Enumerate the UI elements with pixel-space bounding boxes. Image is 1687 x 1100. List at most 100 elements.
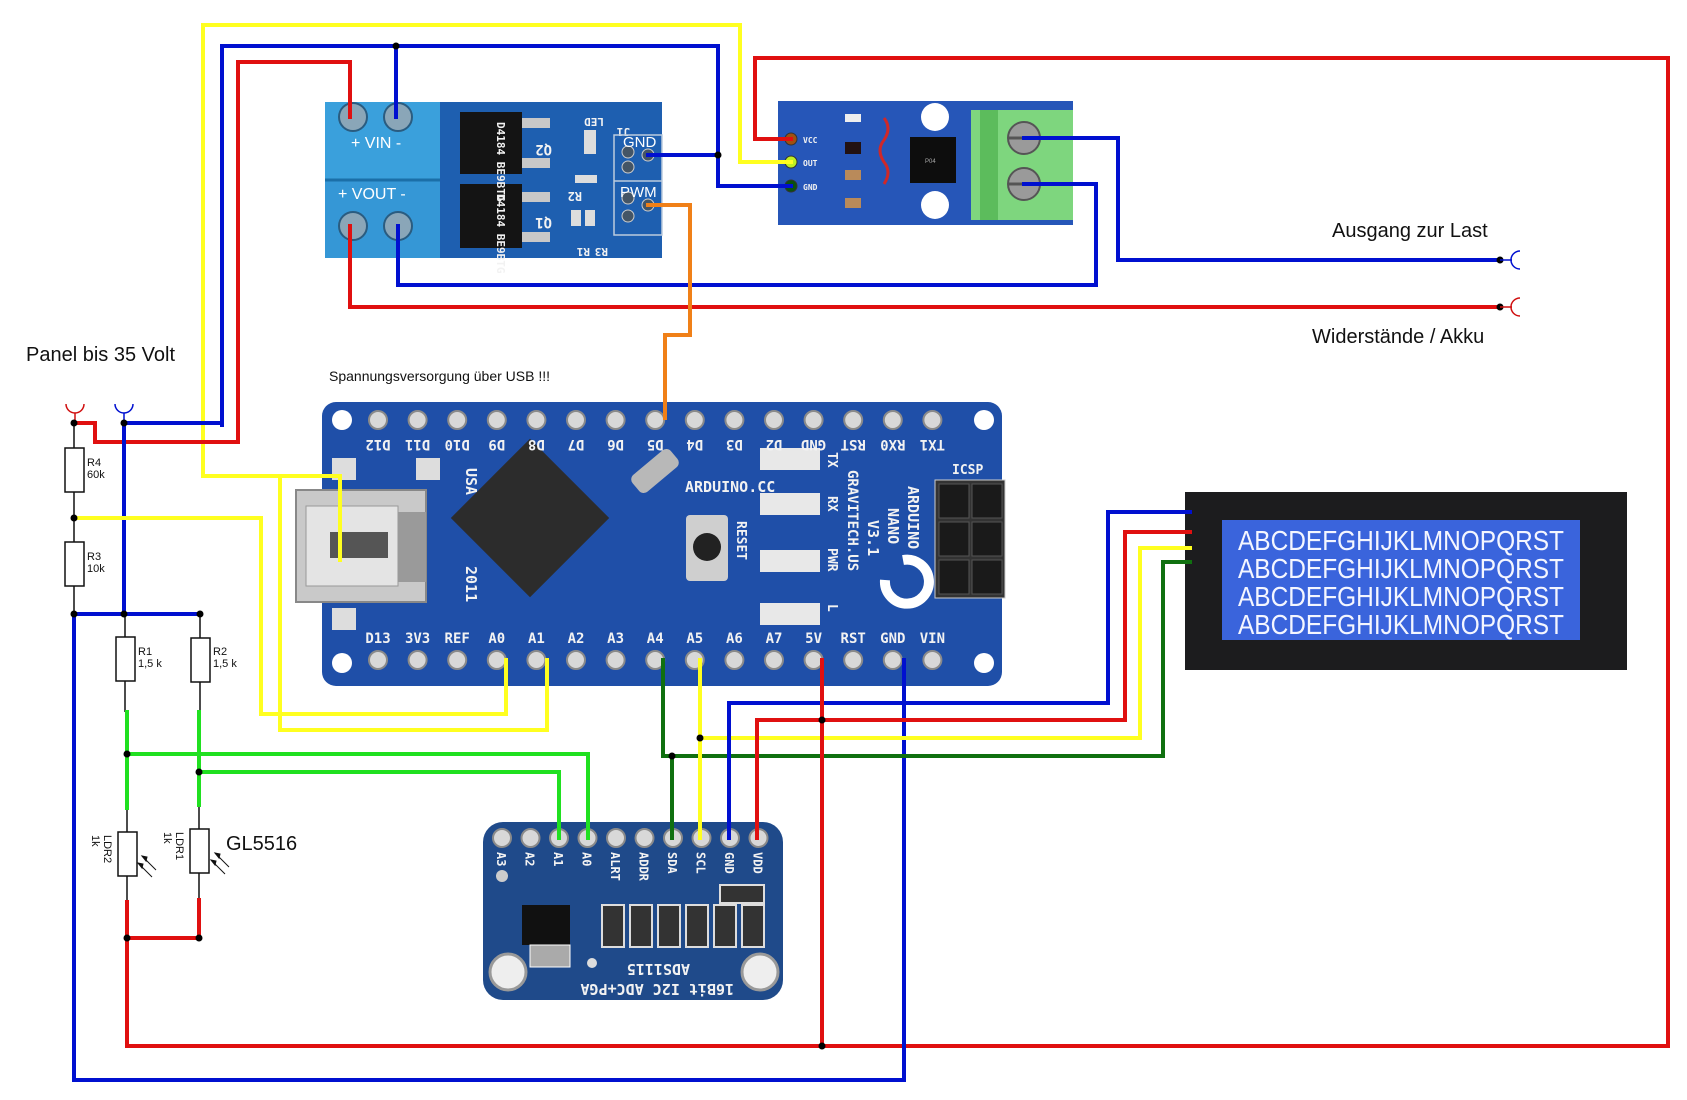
wire-gnd-lcd xyxy=(727,510,1192,840)
arduino-top-pin-d10 xyxy=(447,410,468,430)
battery-connector-icon xyxy=(1510,297,1521,317)
r3-name: R3 xyxy=(87,551,101,563)
arduino-bottom-pin-label: A1 xyxy=(528,631,545,647)
load-output-connector-icon xyxy=(1510,250,1521,270)
arduino-top-pin-d8 xyxy=(526,410,547,430)
arduino-top-pin-d9 xyxy=(486,410,507,430)
ldr1-value: 1k xyxy=(161,832,173,844)
current-sensor-module: P04 VCC OUT GND xyxy=(778,101,1073,225)
panel-plus-connector-icon xyxy=(65,403,85,414)
r1-name: R1 xyxy=(138,646,152,658)
wire-sda-lcd xyxy=(661,560,1192,758)
arduino-top-pin-label: D8 xyxy=(528,436,545,452)
arduino-bottom-pin-label: 5V xyxy=(805,631,822,647)
r3-silkscreen: R3 xyxy=(595,245,608,258)
r3-resistor xyxy=(64,541,85,587)
arduino-bottom-pin-label: VIN xyxy=(920,631,945,647)
lcd-screen xyxy=(1222,520,1580,640)
arduino-bottom-pin-a3 xyxy=(605,650,626,670)
wire-vout-plus xyxy=(348,224,1502,309)
r2-value: 1,5 k xyxy=(213,658,237,670)
q2-chip-label: D4184 BE9BTG xyxy=(494,122,507,202)
pwr-led xyxy=(760,550,820,572)
battery-label: Widerstände / Akku xyxy=(1312,326,1484,348)
r1-silkscreen: R1 xyxy=(576,245,590,258)
adc-pin-label: GND xyxy=(722,852,736,874)
lcd-line-3: ABCDEFGHIJKLMNOPQRST xyxy=(1238,581,1564,612)
arduino-top-pin-label: D5 xyxy=(647,436,664,452)
r1-value: 1,5 k xyxy=(138,658,162,670)
adc-pin-label: SCL xyxy=(694,852,708,874)
r2-silkscreen: R2 xyxy=(568,189,582,203)
q1-chip-label: D4184 BE9BTG xyxy=(494,194,507,274)
wire-divider-a0 xyxy=(72,516,508,716)
wire-panel-plus xyxy=(72,421,240,444)
wire-sda xyxy=(661,658,674,840)
ldr1 xyxy=(189,828,210,874)
r3-smd xyxy=(585,210,595,226)
arduino-top-pin-label: D11 xyxy=(405,436,430,452)
lcd-line-1: ABCDEFGHIJKLMNOPQRST xyxy=(1238,525,1564,556)
arduino-cc-label: ARDUINO.CC xyxy=(685,478,775,496)
arduino-bottom-pin-3v3 xyxy=(407,650,428,670)
gnd-pin-label: GND xyxy=(623,134,657,151)
arduino-top-pin-label: D7 xyxy=(568,436,585,452)
mosfet-header xyxy=(613,134,663,236)
voltage-divider-schematic: R4 60k R3 10k R1 1,5 k R2 1,5 k LDR2 1k … xyxy=(64,403,237,902)
sensor-chip xyxy=(910,137,956,183)
adc-pin-label: ALRT xyxy=(608,852,622,881)
arduino-bottom-pin-label: RST xyxy=(841,631,866,647)
sensor-logo xyxy=(878,117,890,185)
adc-pin-label: A3 xyxy=(494,852,508,866)
adc-desc: 16Bit I2C ADC+PGA xyxy=(580,980,734,998)
junctions xyxy=(70,42,1504,1050)
wire-pwm xyxy=(646,203,692,420)
arduino-nano: RESET TX RX PWR L ARDUINO.CC GRAVITECH.U… xyxy=(295,402,1006,686)
arduino-top-pin-tx1 xyxy=(922,410,943,430)
adc-pin-a3 xyxy=(492,828,512,848)
wire-scl-lcd xyxy=(698,546,1192,740)
arduino-top-pin-label: D9 xyxy=(488,436,505,452)
pwr-label: PWR xyxy=(824,548,839,572)
q1-silkscreen: Q1 xyxy=(535,214,552,230)
board-line-2: NANO xyxy=(884,508,902,544)
arduino-top-pin-label: D3 xyxy=(726,436,743,452)
usa-label: USA xyxy=(462,468,480,495)
gravitech-logo xyxy=(879,554,934,609)
r4-resistor xyxy=(64,447,85,493)
l-led xyxy=(760,603,820,625)
wire-5v-loop xyxy=(125,56,1670,1048)
ldr2 xyxy=(117,831,138,877)
arduino-top-pin-label: D4 xyxy=(686,436,703,452)
mosfet-q2 xyxy=(460,112,522,174)
arduino-bottom-pin-a1 xyxy=(526,650,547,670)
sensor-gnd-pin-label: GND xyxy=(803,183,818,192)
adc-pin-label: A2 xyxy=(523,852,537,866)
arduino-bottom-pin-rst xyxy=(843,650,864,670)
arduino-bottom-pin-label: A2 xyxy=(568,631,585,647)
arduino-bottom-pin-label: A6 xyxy=(726,631,743,647)
ldr1-name: LDR1 xyxy=(173,832,185,860)
wire-load-minus xyxy=(1022,136,1502,262)
panel-label: Panel bis 35 Volt xyxy=(26,344,175,366)
ldr2-value: 1k xyxy=(89,835,101,847)
arduino-bottom-pin-label: A0 xyxy=(488,631,505,647)
arduino-top-pin-d4 xyxy=(684,410,705,430)
reset-label: RESET xyxy=(733,521,748,560)
mosfet-q1 xyxy=(460,184,522,248)
arduino-bottom-pin-gnd xyxy=(882,650,903,670)
board-line-1: ARDUINO xyxy=(904,486,922,549)
crystal xyxy=(631,448,679,494)
load-output-label: Ausgang zur Last xyxy=(1332,220,1488,242)
vin-plus-screw xyxy=(338,102,368,132)
out-pin-label: OUT xyxy=(803,159,818,168)
arduino-top-pin-d3 xyxy=(724,410,745,430)
arduino-bottom-pin-a0 xyxy=(486,650,507,670)
rx-label: RX xyxy=(824,496,839,512)
wire-gnd-top xyxy=(220,44,720,427)
tx-label: TX xyxy=(824,452,839,468)
arduino-top-pin-label: D2 xyxy=(766,436,783,452)
icsp-label: ICSP xyxy=(952,463,983,478)
arduino-top-pin-label: RST xyxy=(841,436,866,452)
